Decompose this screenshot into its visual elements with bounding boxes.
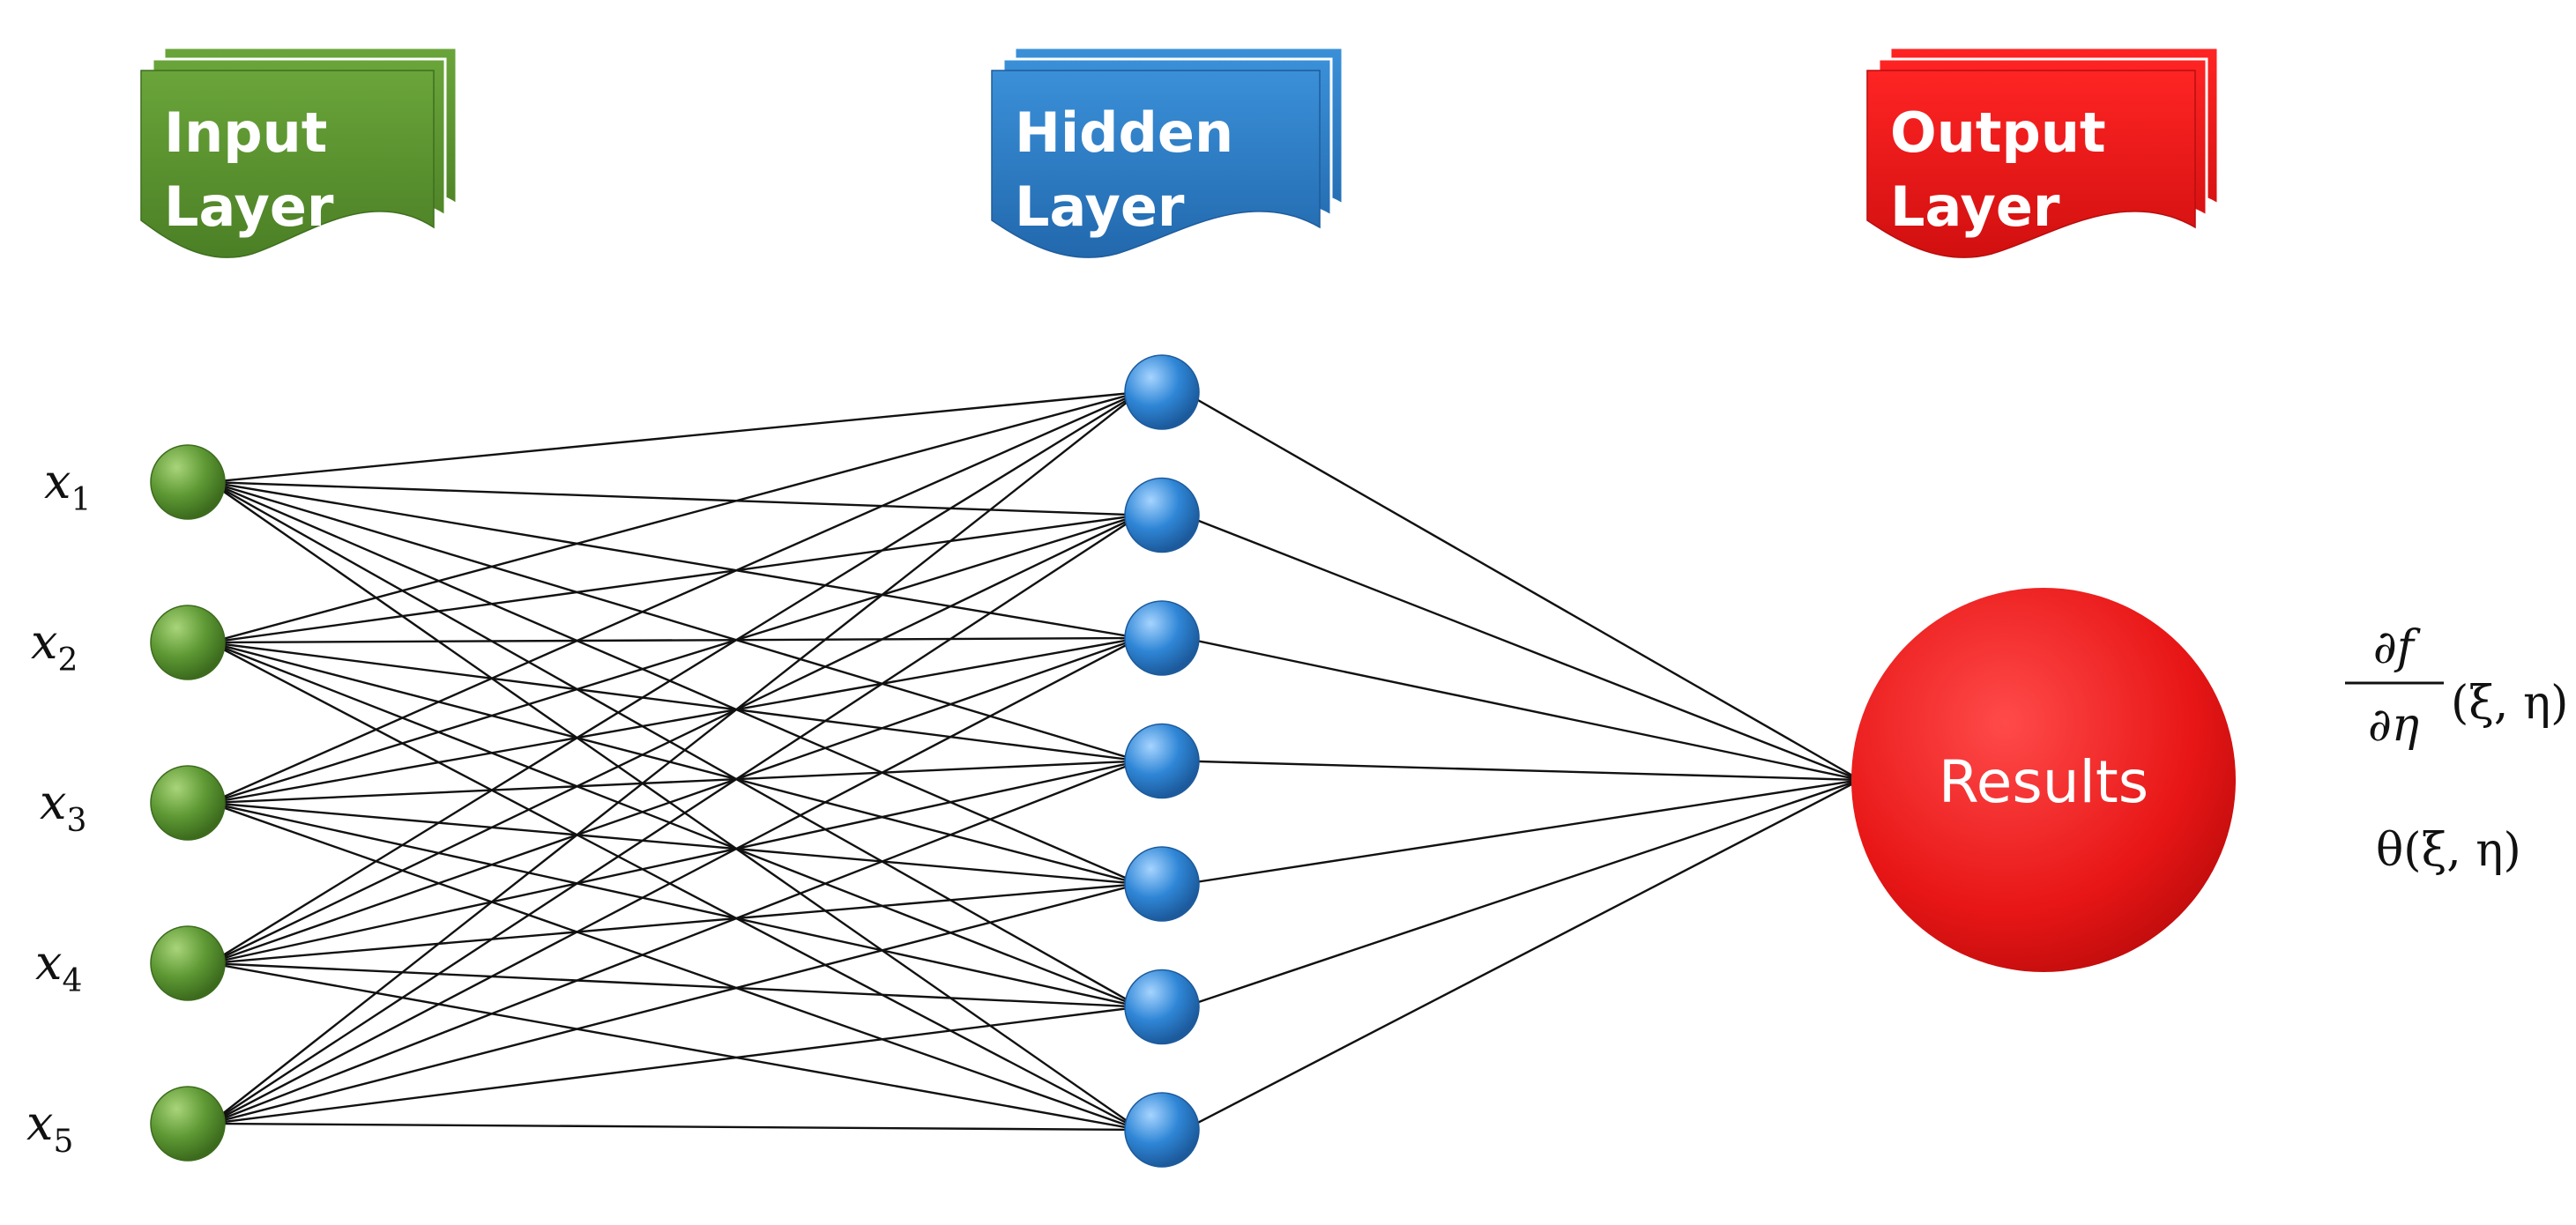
hidden-output-connection <box>1184 760 1861 782</box>
input-variable-label: x4 <box>35 935 82 999</box>
input-node <box>150 444 226 520</box>
input-hidden-connection <box>209 961 1141 1132</box>
output-labels: ∂f ∂η (ξ, η) θ(ξ, η) <box>2345 621 2568 877</box>
input-hidden-connection <box>209 481 1141 1131</box>
input-hidden-connection <box>209 636 1141 965</box>
banner-sheet <box>140 70 435 258</box>
input-variable-subscript: 5 <box>53 1124 73 1160</box>
input-node <box>150 925 226 1001</box>
input-hidden-connection <box>209 390 1141 644</box>
input-hidden-connection <box>210 961 1140 1008</box>
input-variable-label: x5 <box>26 1095 73 1160</box>
hidden-output-connection <box>1183 778 1861 1008</box>
input-hidden-connection <box>209 641 1141 1132</box>
derivative-denominator: ∂η <box>2368 699 2419 752</box>
input-hidden-connection <box>209 390 1141 965</box>
input-hidden-connection <box>209 882 1141 1125</box>
banner-sheet <box>1866 70 2196 258</box>
banner-title-line2: Layer <box>164 174 334 239</box>
input-node <box>150 1086 226 1162</box>
input-hidden-connection <box>209 391 1141 1125</box>
input-variable-name: x <box>35 935 62 991</box>
hidden-node <box>1124 354 1200 430</box>
banner-title-line1: Output <box>1890 100 2106 165</box>
input-hidden-connection <box>209 641 1141 886</box>
input-hidden-connection <box>209 480 1141 886</box>
hidden-output-connection <box>1183 636 1861 782</box>
input-node <box>150 765 226 841</box>
results-node <box>1851 588 2236 972</box>
input-hidden-connection <box>209 514 1141 965</box>
hidden-output-connection <box>1183 514 1861 782</box>
input-variable-label: x2 <box>31 614 78 679</box>
hidden-node <box>1124 846 1200 922</box>
input-hidden-connection <box>209 801 1141 1132</box>
input-hidden-connection <box>209 636 1141 1125</box>
input-node <box>150 605 226 680</box>
input-hidden-connection <box>210 390 1140 484</box>
input-hidden-connection <box>209 801 1141 1008</box>
input-variable-name: x <box>44 454 71 509</box>
input-hidden-connection <box>210 480 1140 516</box>
input-hidden-connection <box>210 1122 1140 1132</box>
hidden-nodes <box>1124 354 1200 1168</box>
banner-title-line1: Input <box>164 100 327 165</box>
input-hidden-connection <box>209 514 1141 805</box>
hidden-node <box>1124 969 1200 1045</box>
results-label: Results <box>1939 748 2148 816</box>
hidden-output-connection <box>1183 778 1861 1132</box>
input-variable-subscript: 4 <box>62 963 82 999</box>
output-node: Results <box>1851 588 2236 972</box>
input-hidden-connection <box>209 390 1141 805</box>
hidden-node <box>1124 1092 1200 1168</box>
input-hidden-connection <box>210 480 1140 640</box>
input-hidden-connection <box>209 636 1141 805</box>
input-variable-label: x3 <box>40 775 86 839</box>
derivative-arguments: (ξ, η) <box>2451 677 2568 730</box>
input-variable-subscript: 3 <box>66 803 86 839</box>
input-variable-subscript: 1 <box>71 482 91 518</box>
input-variable-subscript: 2 <box>57 642 78 679</box>
banner-title-line1: Hidden <box>1015 100 1233 165</box>
input-hidden-connection <box>209 480 1141 762</box>
input-variable-name: x <box>26 1095 53 1151</box>
hidden-output-connection <box>1184 778 1861 886</box>
input-nodes <box>150 444 226 1162</box>
theta-label: θ(ξ, η) <box>2376 824 2521 877</box>
hidden-node <box>1124 600 1200 676</box>
input-hidden-connection <box>210 801 1140 886</box>
input-variable-name: x <box>31 614 57 670</box>
input-hidden-connection <box>209 760 1141 1125</box>
connections <box>209 390 1861 1132</box>
hidden-node <box>1124 477 1200 553</box>
banner-title-line2: Layer <box>1890 174 2060 239</box>
input-hidden-connection <box>210 882 1140 965</box>
input-hidden-connection <box>210 636 1140 644</box>
input-hidden-connection <box>209 514 1141 1125</box>
input-hidden-connection <box>210 1006 1140 1125</box>
input-variable-name: x <box>40 775 66 830</box>
input-hidden-connection <box>209 760 1141 965</box>
input-hidden-connection <box>210 641 1140 762</box>
input-hidden-connection <box>209 641 1141 1008</box>
input-variable-label: x1 <box>44 454 91 518</box>
input-hidden-connection <box>209 480 1141 1008</box>
hidden-output-connection <box>1183 390 1861 782</box>
banner-title-line2: Layer <box>1015 174 1185 239</box>
input-hidden-connection <box>210 514 1140 644</box>
derivative-numerator: ∂f <box>2373 621 2421 674</box>
banner-sheet <box>991 70 1321 258</box>
hidden-node <box>1124 723 1200 799</box>
input-hidden-connection <box>210 760 1140 805</box>
